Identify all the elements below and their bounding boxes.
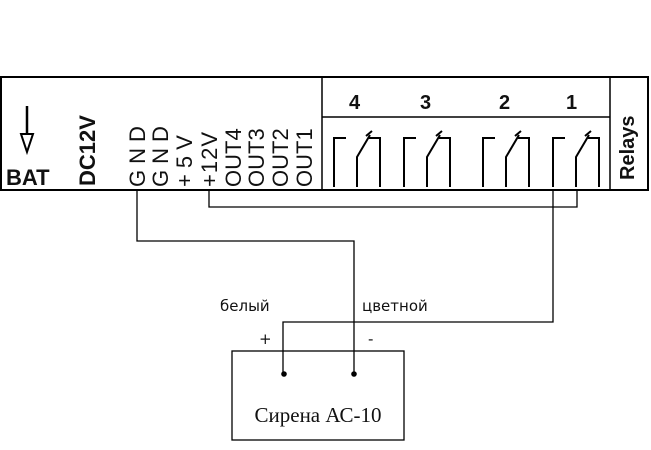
relay-number-3: 3	[420, 92, 431, 114]
minus-label: -	[368, 330, 373, 348]
terminal-gnd-2: GND	[148, 120, 173, 187]
white-wire-label: белый	[220, 297, 270, 315]
dc12v-label: DC12V	[75, 115, 100, 186]
relay-contact-1	[552, 130, 600, 187]
siren-label: Сирена АС-10	[255, 403, 382, 427]
terminal-5v: +5V	[172, 129, 197, 187]
relay-contact-2	[482, 130, 530, 187]
siren-box	[231, 350, 405, 441]
terminal-out2: OUT2	[268, 128, 293, 187]
terminal-12v: +12V	[197, 131, 222, 187]
terminal-out1: OUT1	[292, 128, 317, 187]
siren-plus-terminal	[281, 371, 287, 377]
plus-label: +	[259, 330, 272, 348]
relay-number-2: 2	[499, 92, 510, 114]
relay-number-4: 4	[349, 92, 361, 114]
bat-label: BAT	[6, 165, 50, 190]
terminal-out3: OUT3	[244, 128, 269, 187]
relay-contacts	[333, 130, 600, 187]
siren-minus-terminal	[351, 371, 357, 377]
battery-arrow-icon	[19, 106, 35, 156]
terminal-gnd-1: GND	[125, 120, 150, 187]
wire-gnd-to-siren-minus	[136, 190, 355, 375]
wire-relay1-to-siren-plus	[282, 190, 554, 375]
relays-label: Relays	[617, 116, 639, 181]
relay-contact-4	[333, 130, 381, 187]
terminal-out4: OUT4	[221, 128, 246, 187]
wires	[136, 190, 578, 375]
terminal-labels: GND GND +5V +12V OUT4 OUT3 OUT2 OUT1	[125, 120, 317, 187]
relay-number-1: 1	[566, 92, 577, 114]
relay-contact-3	[403, 130, 451, 187]
colored-wire-label: цветной	[362, 297, 428, 315]
wire-12v-to-relay1	[208, 190, 578, 208]
controller-box	[0, 76, 649, 191]
